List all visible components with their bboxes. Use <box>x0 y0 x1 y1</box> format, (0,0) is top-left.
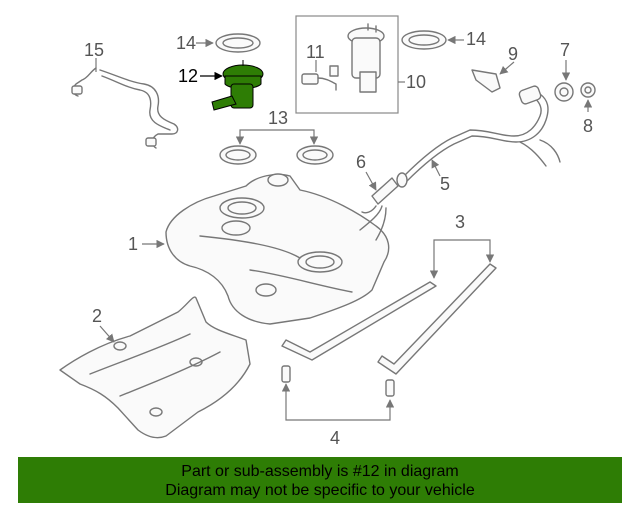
part-13-gaskets <box>219 145 334 165</box>
callout-2: 2 <box>92 306 102 326</box>
part-9 <box>471 69 501 93</box>
callout-14-right: 14 <box>466 29 486 49</box>
callout-13: 13 <box>268 108 288 128</box>
part-11-sender <box>301 65 339 91</box>
info-banner: Part or sub-assembly is #12 in diagram D… <box>18 457 622 503</box>
leader-13 <box>235 129 319 145</box>
part-8-washer <box>580 82 596 98</box>
callout-15: 15 <box>84 40 104 60</box>
callout-6: 6 <box>356 152 366 172</box>
banner-line-2: Diagram may not be specific to your vehi… <box>165 482 475 499</box>
leader-4 <box>281 383 395 421</box>
part-6-hose <box>361 177 399 214</box>
part-7-ring <box>554 82 574 102</box>
part-3-straps <box>281 263 497 375</box>
callout-10: 10 <box>406 72 426 92</box>
part-2-heat-shield <box>59 296 251 439</box>
callout-1: 1 <box>128 234 138 254</box>
part-vapor-hose <box>71 67 179 149</box>
leader-2 <box>99 325 115 343</box>
part-gasket-left <box>215 33 261 53</box>
part-4-bolts <box>281 365 395 397</box>
leader-5 <box>431 159 441 177</box>
leader-3 <box>429 239 495 279</box>
part-gasket-right <box>401 30 447 50</box>
part-1-fuel-tank <box>165 173 390 325</box>
callout-12: 12 <box>178 66 198 86</box>
callout-9: 9 <box>508 44 518 64</box>
callout-5: 5 <box>440 174 450 194</box>
callout-7: 7 <box>560 40 570 60</box>
part-fuel-pump-assembly <box>347 23 385 93</box>
callout-14-left: 14 <box>176 33 196 53</box>
parts-diagram: 15 14 12 11 10 14 9 <box>59 15 596 448</box>
callout-4: 4 <box>330 428 340 448</box>
leader-9 <box>499 61 515 75</box>
callout-3: 3 <box>455 212 465 232</box>
group-box-10 <box>295 15 399 114</box>
callout-8: 8 <box>583 116 593 136</box>
part-12-fuel-pump-module <box>211 60 264 111</box>
callout-11: 11 <box>306 42 325 62</box>
part-5-filler-pipe <box>396 85 561 188</box>
leader-6 <box>365 171 377 191</box>
banner-line-1: Part or sub-assembly is #12 in diagram <box>181 463 459 480</box>
